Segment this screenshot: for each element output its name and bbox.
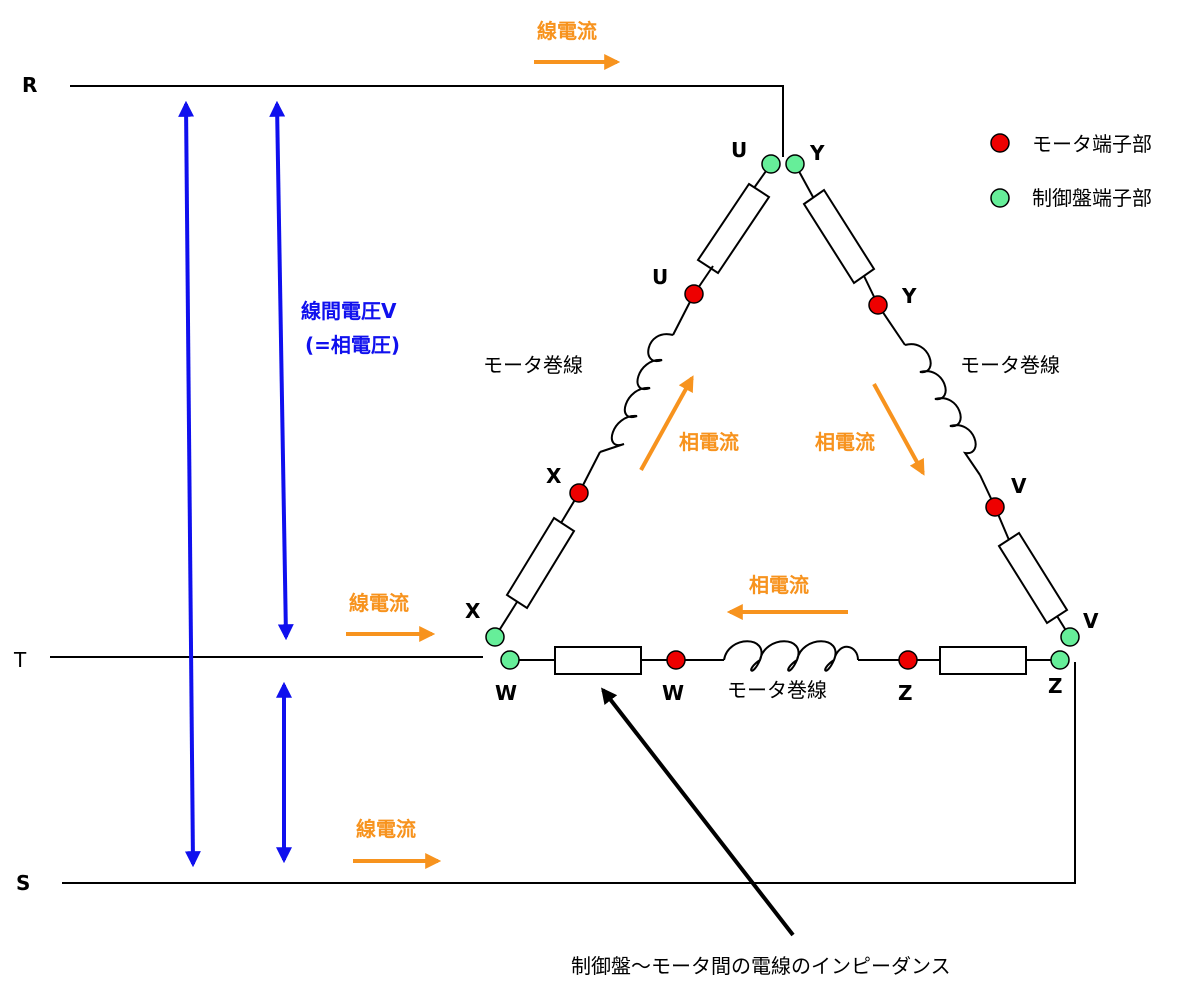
right-branch [794, 163, 1071, 638]
label-panel-x: X [465, 599, 481, 623]
impedance-caption: 制御盤～モータ間の電線のインピーダンス [571, 954, 951, 978]
right-upper-impedance [802, 188, 876, 285]
phase-current-label-right: 相電流 [815, 430, 875, 454]
left-branch [494, 163, 772, 638]
line-t-label: T [13, 648, 27, 672]
phase-current-arrow-right [872, 383, 925, 476]
panel-terminal-w [500, 650, 520, 670]
panel-terminal-x [485, 627, 505, 647]
supply-lines [50, 85, 1076, 884]
line-s-label: S [16, 871, 30, 895]
panel-terminal-z [1050, 650, 1070, 670]
legend-motor-terminal-label: モータ端子部 [1032, 132, 1152, 156]
label-panel-y: Y [809, 141, 825, 165]
bottom-winding-coil [723, 640, 859, 672]
voltage-arrow-r-t [269, 100, 294, 641]
winding-label-right: モータ巻線 [960, 353, 1060, 377]
bottom-right-impedance [939, 646, 1027, 675]
line-current-label-t: 線電流 [349, 591, 409, 615]
motor-terminal-w [666, 650, 686, 670]
legend: モータ端子部 制御盤端子部 [990, 132, 1152, 210]
legend-motor-terminal-icon [990, 133, 1010, 153]
label-panel-u: U [731, 138, 747, 162]
right-winding-coil [904, 343, 981, 476]
legend-panel-terminal-icon [990, 188, 1010, 208]
bottom-left-impedance [554, 646, 642, 675]
label-panel-w: W [495, 681, 517, 705]
voltage-label-line1: 線間電圧V [301, 299, 397, 323]
voltage-arrows [178, 100, 294, 868]
phase-current-arrow-left [639, 375, 694, 471]
voltage-label-line2: (=相電圧) [305, 333, 400, 357]
impedance-callout-arrow [601, 687, 795, 937]
bottom-branch [510, 640, 1060, 675]
left-lower-impedance [505, 516, 576, 610]
winding-label-bottom: モータ巻線 [727, 678, 827, 702]
panel-terminal-u [761, 154, 781, 174]
motor-terminal-x [569, 483, 589, 503]
panel-terminal-y [785, 154, 805, 174]
terminals [485, 154, 1080, 670]
label-motor-u: U [652, 265, 668, 289]
label-motor-w: W [662, 681, 684, 705]
motor-terminal-v [985, 497, 1005, 517]
line-s-wire [62, 662, 1076, 884]
motor-terminal-u [684, 284, 704, 304]
label-panel-z: Z [1048, 674, 1063, 698]
line-current-arrows [346, 54, 621, 869]
right-lower-impedance [997, 531, 1069, 625]
line-current-label-s: 線電流 [356, 817, 416, 841]
label-motor-v: V [1011, 474, 1027, 498]
phase-current-label-left: 相電流 [679, 430, 739, 454]
line-r-label: R [22, 73, 37, 97]
line-r-wire [70, 85, 784, 157]
label-motor-x: X [546, 464, 562, 488]
line-current-label-r: 線電流 [537, 19, 597, 43]
motor-terminal-y [868, 295, 888, 315]
label-panel-v: V [1083, 609, 1099, 633]
left-winding-coil [599, 333, 674, 453]
left-upper-impedance [696, 182, 771, 275]
label-motor-y: Y [901, 284, 917, 308]
phase-current-arrows [639, 375, 925, 620]
panel-terminal-v [1060, 627, 1080, 647]
motor-terminal-z [898, 650, 918, 670]
winding-label-left: モータ巻線 [483, 353, 583, 377]
voltage-arrow-r-s [178, 100, 201, 868]
label-motor-z: Z [898, 681, 913, 705]
legend-panel-terminal-label: 制御盤端子部 [1032, 186, 1152, 210]
phase-current-label-bottom: 相電流 [749, 573, 809, 597]
